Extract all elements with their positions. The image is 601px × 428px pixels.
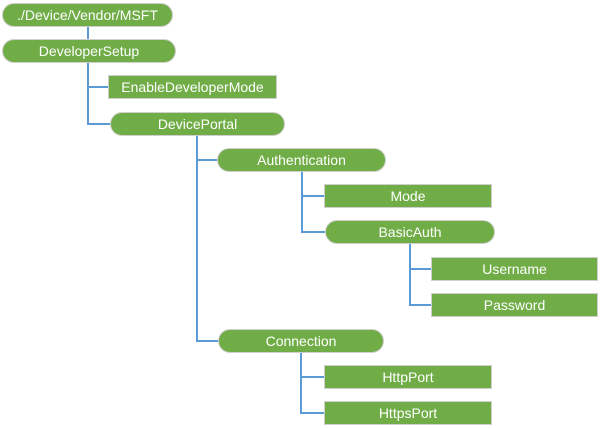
- connector-branch-mode: [301, 195, 324, 197]
- node-username: Username: [431, 257, 598, 281]
- connector-branch-username: [409, 268, 431, 270]
- node-enabledevelopermode: EnableDeveloperMode: [108, 75, 277, 99]
- node-httpport: HttpPort: [324, 365, 492, 389]
- node-developersetup: DeveloperSetup: [2, 39, 176, 63]
- node-deviceportal: DevicePortal: [110, 112, 285, 136]
- connector-branch-password: [409, 304, 431, 306]
- connector-basicauth-drop: [409, 244, 411, 306]
- connector-deviceportal-drop: [196, 136, 198, 342]
- connector-branch-basicauth: [301, 231, 325, 233]
- connector-branch-enabledevelopermode: [87, 86, 108, 88]
- node-basicauth: BasicAuth: [325, 220, 495, 244]
- connector-connection-drop: [300, 353, 302, 414]
- connector-authentication-drop: [301, 172, 303, 233]
- connector-branch-httpsport: [300, 412, 324, 414]
- node-authentication: Authentication: [217, 148, 386, 172]
- connector-branch-connection: [196, 340, 218, 342]
- connector-developersetup-drop: [87, 63, 89, 125]
- connector-branch-deviceportal: [87, 123, 110, 125]
- connector-branch-httpport: [300, 376, 324, 378]
- node-httpsport: HttpsPort: [324, 401, 492, 425]
- node-password: Password: [431, 293, 598, 317]
- connector-branch-authentication: [196, 159, 217, 161]
- node-mode: Mode: [324, 184, 492, 208]
- connector-root-to-developersetup: [87, 27, 89, 39]
- node-connection: Connection: [218, 329, 384, 353]
- node-root: ./Device/Vendor/MSFT: [2, 3, 173, 27]
